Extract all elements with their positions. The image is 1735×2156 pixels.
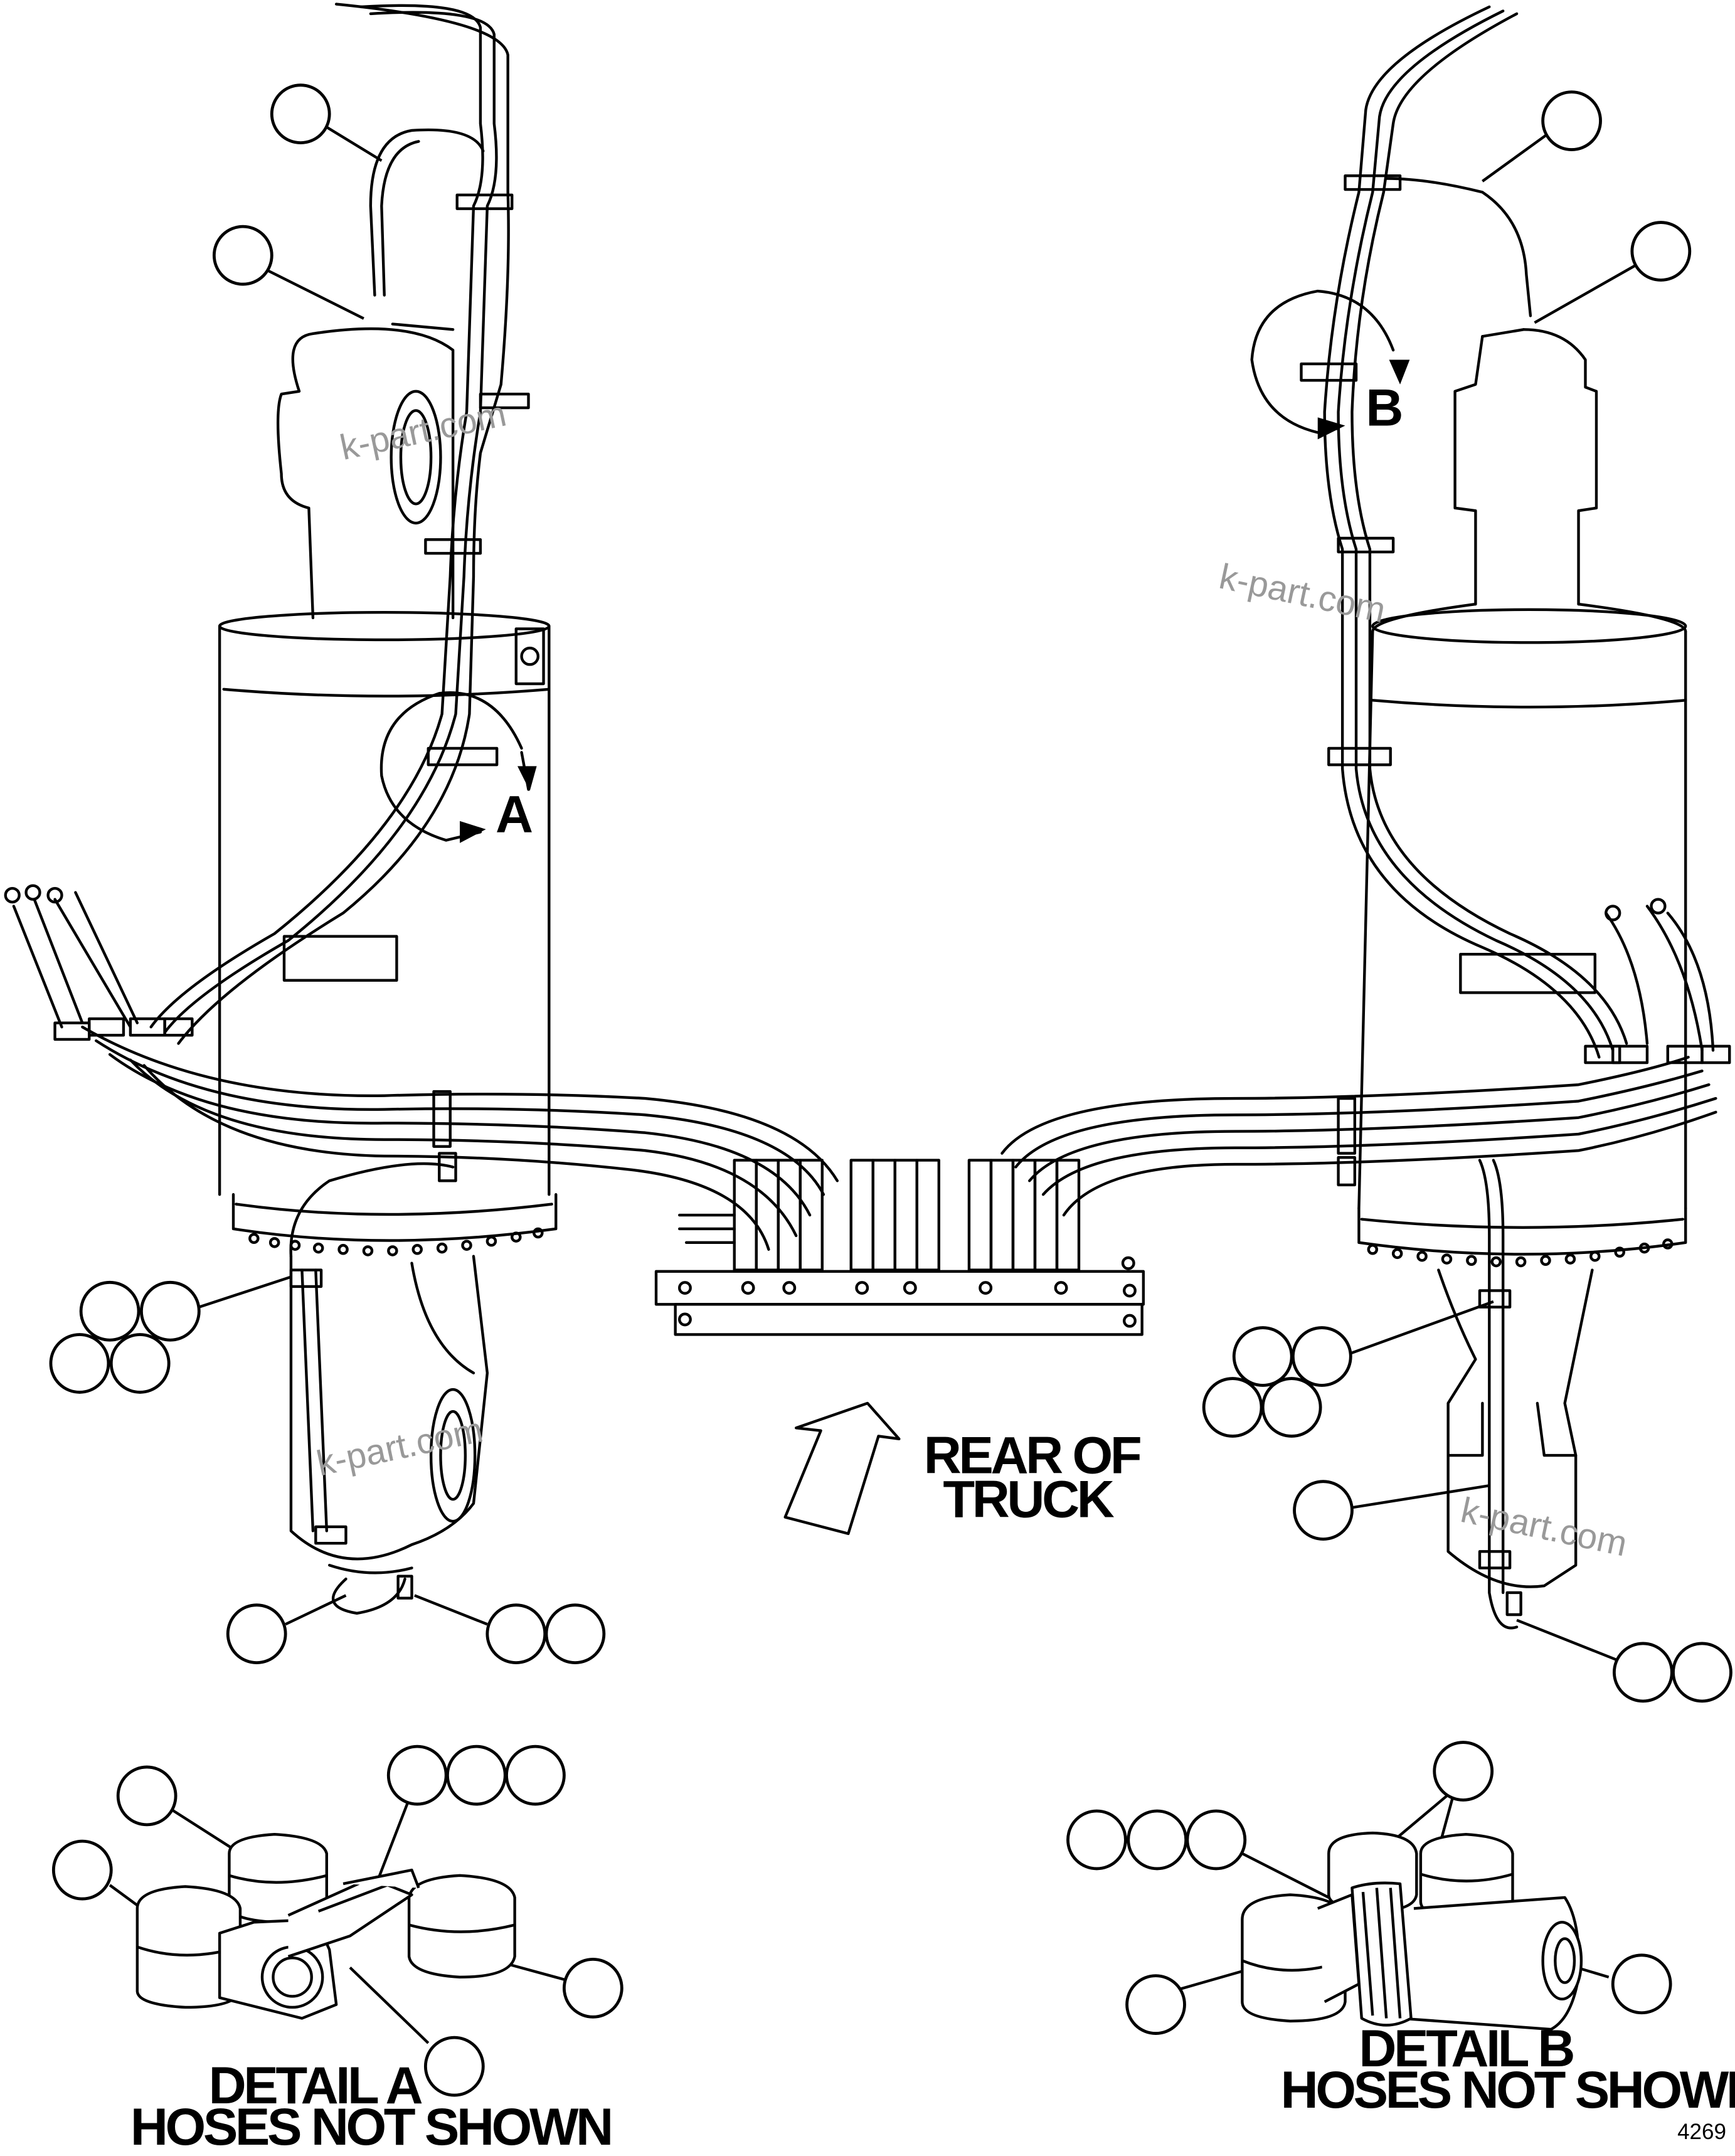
right-flange-bolts	[1367, 1238, 1674, 1268]
rear-arrow	[783, 1401, 901, 1536]
callout-circle	[212, 225, 273, 286]
right-upper-hoses	[1323, 5, 1628, 1059]
left-flange-bolts	[248, 1227, 544, 1256]
callout-circle	[1127, 1809, 1188, 1871]
watermark: k-part.com	[313, 1410, 486, 1484]
detail-b-note: HOSES NOT SHOWN	[1281, 2061, 1735, 2119]
hose-clamps	[53, 174, 1731, 1569]
callout-circle	[544, 1603, 606, 1665]
detail-a-arrow-right	[460, 820, 486, 843]
callout-circle	[1202, 1377, 1263, 1438]
callout-circle	[116, 1765, 178, 1827]
detail-b-arrow-right	[1317, 417, 1345, 440]
callout-circle	[1433, 1741, 1494, 1802]
watermark: k-part.com	[1216, 556, 1389, 630]
watermark: k-part.com	[1457, 1490, 1630, 1564]
watermark: k-part.com	[336, 393, 509, 467]
callout-circle	[1613, 1642, 1674, 1703]
callout-circle	[485, 1603, 547, 1665]
leader-lines	[109, 125, 1637, 2044]
detail-a-title: DETAIL A	[209, 2056, 422, 2115]
callout-circle	[1066, 1809, 1127, 1871]
callout-circle	[109, 1333, 171, 1394]
detail-b-marker	[1250, 289, 1395, 434]
callout-circle	[1630, 221, 1692, 282]
detail-b-drawing	[1241, 1831, 1583, 2031]
manifold-fittings	[678, 1256, 1137, 1328]
callout-circle	[270, 83, 331, 145]
callout-circle	[49, 1333, 110, 1394]
callout-circle	[386, 1744, 448, 1806]
truck-label: TRUCK	[943, 1470, 1114, 1529]
callout-circle	[1232, 1326, 1293, 1387]
detail-a-drawing	[135, 1833, 516, 2020]
left-lower-hoses	[12, 891, 839, 1615]
callout-circle	[51, 1839, 113, 1901]
callout-circle	[505, 1744, 566, 1806]
rear-of-label: REAR OF	[924, 1426, 1140, 1485]
callout-circles	[49, 83, 1732, 2097]
callout-circle	[1672, 1642, 1732, 1703]
callout-circle	[1611, 1953, 1672, 2015]
detail-a-note: HOSES NOT SHOWN	[130, 2098, 611, 2153]
hose-end-fittings	[4, 884, 1667, 1617]
callout-circle	[1291, 1326, 1352, 1387]
callout-circle	[139, 1280, 201, 1342]
callout-circle	[1261, 1377, 1322, 1438]
callout-circle	[226, 1603, 287, 1665]
figure-code: 4269	[1677, 2120, 1726, 2144]
view-b-label: B	[1366, 379, 1401, 437]
callout-circle	[423, 2036, 485, 2097]
left-cylinder	[218, 322, 558, 1575]
callout-circle	[1541, 90, 1602, 151]
callout-circle	[1125, 1974, 1186, 2035]
callout-circle	[79, 1280, 141, 1342]
valve-blocks	[733, 1159, 1081, 1272]
detail-b-title: DETAIL B	[1359, 2019, 1573, 2078]
valve-manifold	[654, 1159, 1145, 1336]
callout-circle	[562, 1957, 623, 2019]
callout-circle	[445, 1744, 507, 1806]
left-upper-hoses	[149, 3, 510, 1045]
detail-b-arrow-down	[1389, 359, 1410, 385]
callout-circle	[1293, 1480, 1354, 1541]
callout-circle	[1186, 1809, 1247, 1871]
detail-a-arrow-down	[517, 766, 537, 791]
right-cylinder	[1357, 328, 1687, 1588]
view-a-label: A	[496, 785, 532, 843]
